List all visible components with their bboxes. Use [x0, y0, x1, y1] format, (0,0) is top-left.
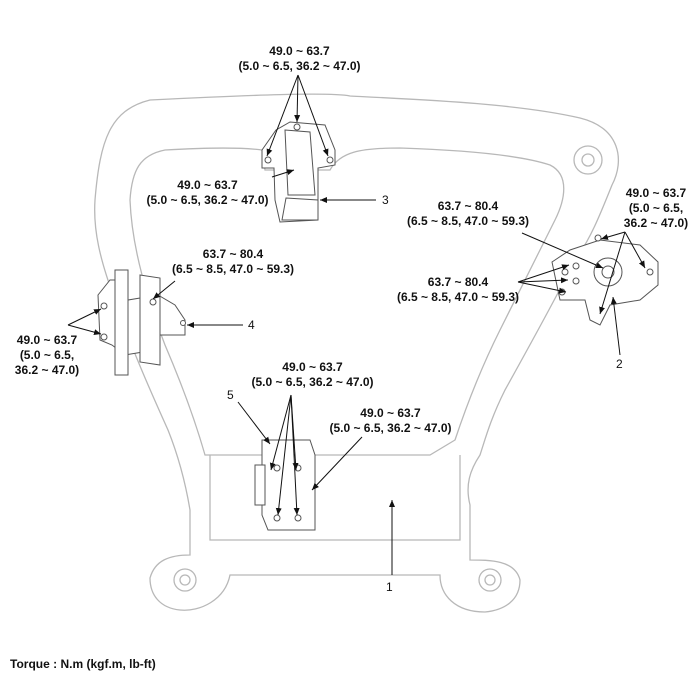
torque-value: 49.0 ~ 63.7	[625, 186, 687, 200]
torque-conversion: (5.0 ~ 6.5,	[628, 201, 684, 215]
torque-label-mount4-top: 63.7 ~ 80.4 (6.5 ~ 8.5, 47.0 ~ 59.3)	[153, 247, 313, 277]
torque-value: 49.0 ~ 63.7	[177, 178, 238, 192]
torque-value: 63.7 ~ 80.4	[202, 247, 264, 261]
torque-label-mount2-right: 49.0 ~ 63.7 (5.0 ~ 6.5, 36.2 ~ 47.0)	[617, 186, 695, 231]
torque-units-footnote: Torque : N.m (kgf.m, lb-ft)	[10, 657, 156, 671]
torque-conversion: (5.0 ~ 6.5, 36.2 ~ 47.0)	[251, 375, 374, 389]
callout-1: 1	[386, 580, 393, 594]
torque-value: 63.7 ~ 80.4	[437, 199, 499, 213]
torque-label-mount5-top: 49.0 ~ 63.7 (5.0 ~ 6.5, 36.2 ~ 47.0)	[235, 360, 390, 390]
torque-label-mount2-lower: 63.7 ~ 80.4 (6.5 ~ 8.5, 47.0 ~ 59.3)	[378, 275, 538, 305]
torque-label-mount3-top: 49.0 ~ 63.7 (5.0 ~ 6.5, 36.2 ~ 47.0)	[222, 44, 377, 74]
torque-value: 49.0 ~ 63.7	[282, 360, 343, 374]
torque-conversion: (5.0 ~ 6.5, 36.2 ~ 47.0)	[238, 59, 361, 73]
torque-label-mount4-left: 49.0 ~ 63.7 (5.0 ~ 6.5, 36.2 ~ 47.0)	[6, 333, 88, 378]
torque-value: 63.7 ~ 80.4	[427, 275, 489, 289]
torque-conversion: (6.5 ~ 8.5, 47.0 ~ 59.3)	[406, 214, 530, 228]
callout-3: 3	[382, 193, 389, 207]
torque-value: 49.0 ~ 63.7	[16, 333, 78, 347]
mount-2-bracket	[551, 234, 659, 326]
torque-conversion: (5.0 ~ 6.5, 36.2 ~ 47.0)	[329, 421, 452, 435]
callout-4: 4	[248, 318, 255, 332]
torque-value: 49.0 ~ 63.7	[360, 406, 421, 420]
torque-label-mount2-upper: 63.7 ~ 80.4 (6.5 ~ 8.5, 47.0 ~ 59.3)	[388, 199, 548, 229]
callout-2: 2	[616, 357, 623, 371]
leader-lines	[67, 74, 646, 575]
torque-conversion: (6.5 ~ 8.5, 47.0 ~ 59.3)	[171, 262, 295, 276]
callout-5: 5	[227, 388, 234, 402]
torque-label-mount3-side: 49.0 ~ 63.7 (5.0 ~ 6.5, 36.2 ~ 47.0)	[130, 178, 285, 208]
torque-value: 49.0 ~ 63.7	[269, 44, 330, 58]
torque-conversion: (5.0 ~ 6.5,	[19, 348, 75, 362]
sub-frame	[94, 93, 619, 613]
torque-label-mount5-right: 49.0 ~ 63.7 (5.0 ~ 6.5, 36.2 ~ 47.0)	[313, 406, 468, 436]
torque-conversion: (5.0 ~ 6.5, 36.2 ~ 47.0)	[146, 193, 269, 207]
torque-conversion: 36.2 ~ 47.0)	[14, 363, 80, 377]
torque-conversion: (6.5 ~ 8.5, 47.0 ~ 59.3)	[396, 290, 520, 304]
torque-conversion: 36.2 ~ 47.0)	[623, 216, 689, 230]
mount-4-bracket	[97, 269, 186, 376]
